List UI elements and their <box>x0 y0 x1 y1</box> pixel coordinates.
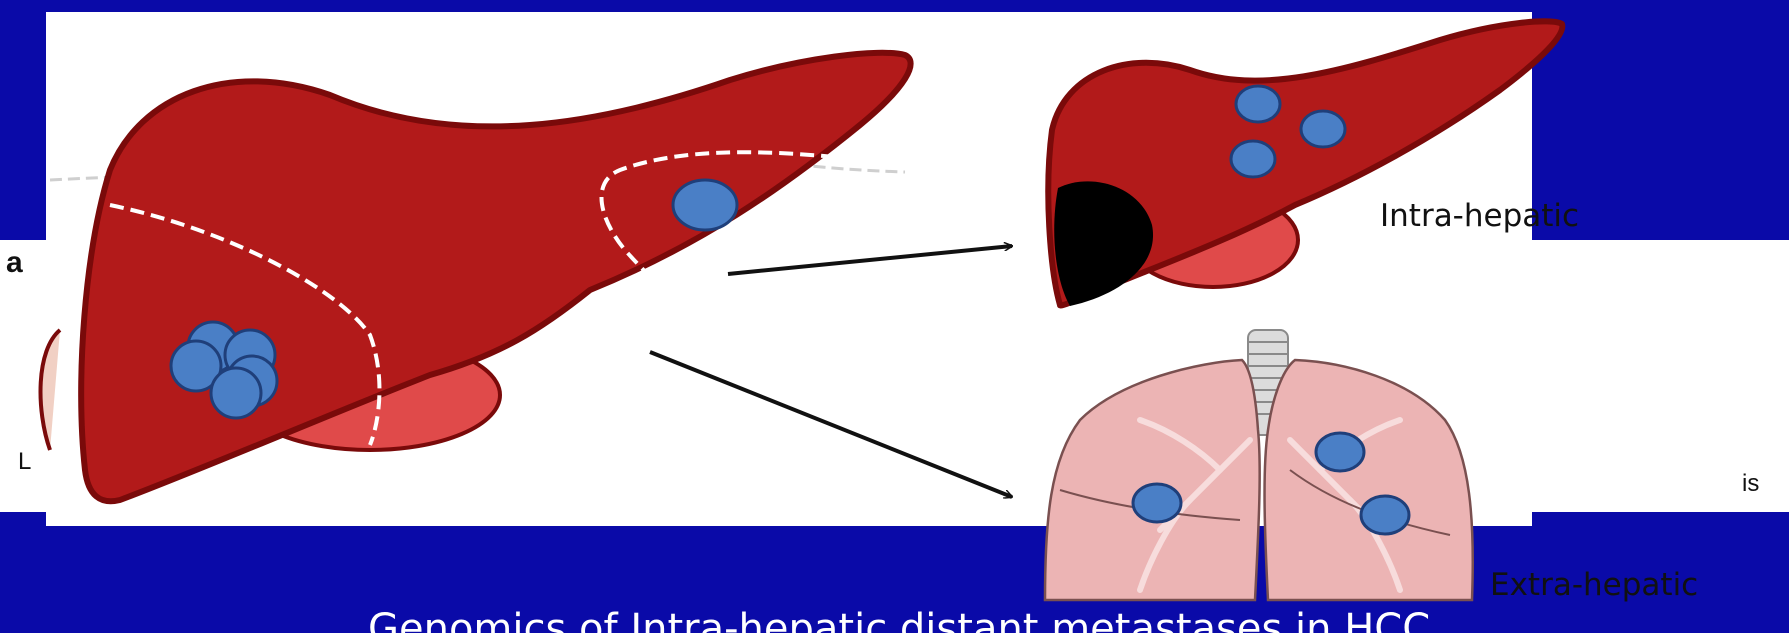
liver-icon <box>1048 21 1562 306</box>
arrow-icon <box>728 246 1012 274</box>
tumor-nodule <box>1316 433 1364 471</box>
caption-clip: Genomics of Intra-hepatic distant metast… <box>0 598 1789 633</box>
arrow-icon <box>650 352 1012 497</box>
tumor-nodule <box>1301 111 1345 147</box>
underlying-shape-fragment <box>41 330 60 450</box>
liver-icon <box>50 53 911 501</box>
tumor-nodule <box>1231 141 1275 177</box>
tumor-nodule <box>1133 484 1181 522</box>
tumor-nodule <box>673 180 737 230</box>
lungs-icon <box>1045 330 1473 600</box>
main-liver-body <box>81 53 910 501</box>
tumor-nodule <box>211 368 261 418</box>
tumor-nodule <box>1361 496 1409 534</box>
tumor-nodule <box>1236 86 1280 122</box>
caption: Genomics of Intra-hepatic distant metast… <box>368 606 1430 633</box>
right-lung <box>1265 360 1473 600</box>
intra-hepatic-label: Intra-hepatic <box>1380 198 1579 234</box>
